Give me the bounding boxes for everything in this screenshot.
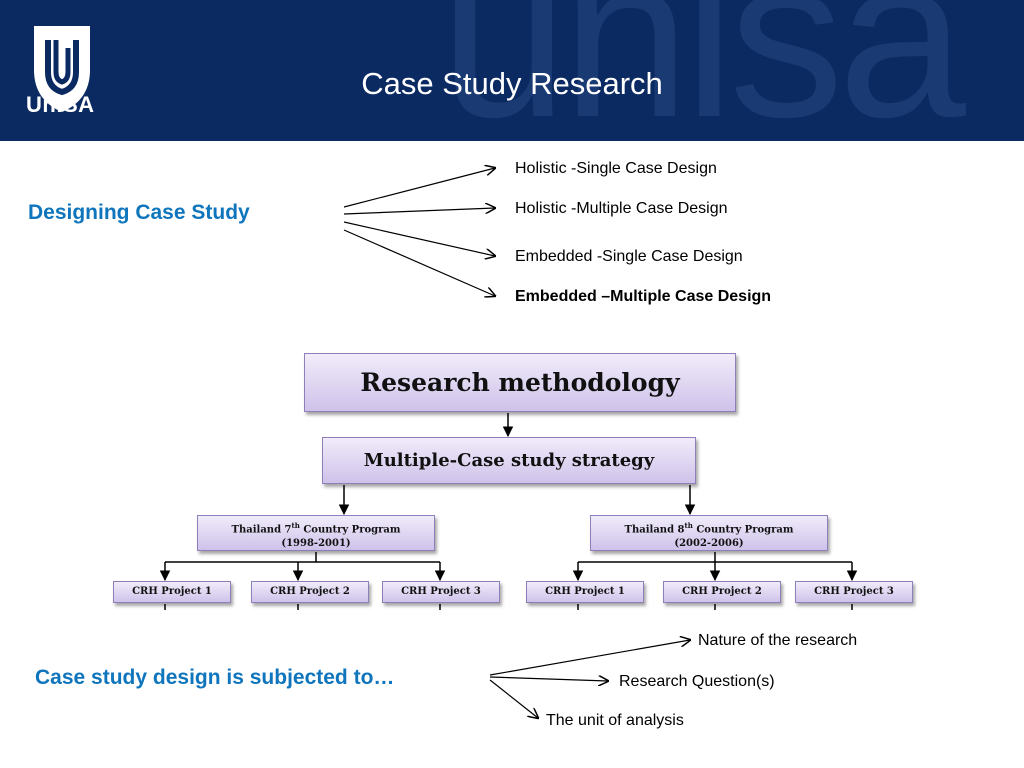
project-box: CRH Project 1 — [526, 581, 644, 603]
program-right-name: Thailand 8th Country Program — [624, 521, 794, 536]
arrow-question — [489, 677, 608, 681]
strategy-box: Multiple-Case study strategy — [322, 437, 696, 484]
design-item-2: Holistic -Multiple Case Design — [515, 200, 728, 217]
arrow-unit — [489, 679, 538, 718]
program-left-name: Thailand 7th Country Program — [231, 521, 401, 536]
arrow-holistic-multiple — [343, 208, 495, 215]
subjected-item-1: Nature of the research — [698, 632, 858, 649]
program-left-box: Thailand 7th Country Program (1998-2001) — [197, 515, 435, 551]
arrow-holistic-single — [343, 168, 495, 208]
program-right-years: (2002-2006) — [674, 538, 744, 550]
subjected-item-3: The unit of analysis — [546, 712, 684, 729]
logo-text: UniSA — [26, 92, 95, 117]
design-item-4: Embedded –Multiple Case Design — [515, 288, 772, 305]
designing-label: Designing Case Study — [28, 201, 250, 224]
program-right-box: Thailand 8th Country Program (2002-2006) — [590, 515, 828, 551]
header-bar: unisa UniSA Case Study Research — [0, 0, 1024, 141]
watermark: unisa — [440, 0, 966, 141]
project-box: CRH Project 3 — [795, 581, 913, 603]
project-box: CRH Project 2 — [251, 581, 369, 603]
research-methodology-box: Research methodology — [304, 353, 736, 412]
project-box: CRH Project 2 — [663, 581, 781, 603]
design-item-3: Embedded -Single Case Design — [515, 248, 743, 265]
subjected-item-2: Research Question(s) — [619, 673, 775, 690]
subjected-label: Case study design is subjected to… — [35, 666, 395, 689]
program-left-years: (1998-2001) — [281, 538, 351, 550]
design-item-1: Holistic -Single Case Design — [515, 160, 717, 177]
slide-title: Case Study Research — [361, 66, 663, 101]
arrow-nature — [489, 640, 690, 676]
arrow-embedded-single — [343, 221, 495, 256]
unisa-logo-icon — [34, 26, 90, 112]
project-box: CRH Project 1 — [113, 581, 231, 603]
arrow-embedded-multiple — [343, 229, 495, 296]
project-box: CRH Project 3 — [382, 581, 500, 603]
